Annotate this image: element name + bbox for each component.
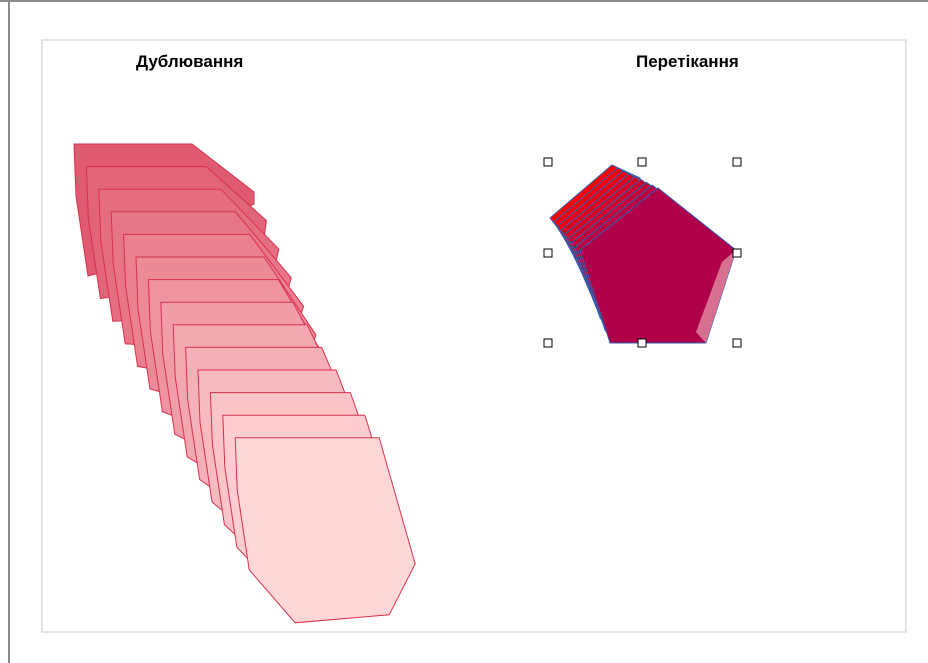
selection-handle[interactable]: [733, 158, 741, 166]
cross-fading-shapes[interactable]: [550, 165, 736, 343]
caption-duplication: Дублювання: [136, 52, 243, 72]
selection-handle[interactable]: [733, 339, 741, 347]
duplicate-shape[interactable]: [235, 438, 415, 623]
caption-cross-fading: Перетікання: [636, 52, 739, 72]
duplication-shapes[interactable]: [74, 144, 415, 623]
selection-handle[interactable]: [544, 158, 552, 166]
selection-handle[interactable]: [544, 249, 552, 257]
selection-handle[interactable]: [638, 339, 646, 347]
selection-handle[interactable]: [733, 249, 741, 257]
selection-handle[interactable]: [638, 158, 646, 166]
selection-handle[interactable]: [544, 339, 552, 347]
